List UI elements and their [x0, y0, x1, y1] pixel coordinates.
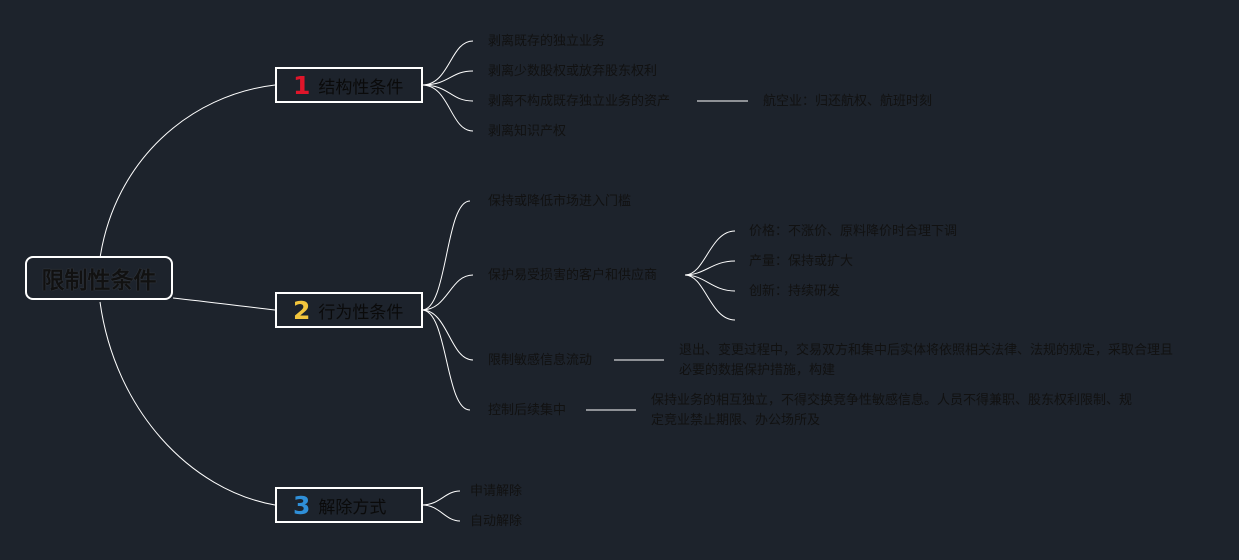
branch3-item2-connector: [421, 504, 461, 522]
branch2-item2-connector: [421, 274, 474, 311]
branch2-item1-connector: [421, 200, 471, 311]
branch2-item3-connector: [421, 309, 474, 361]
leaf-detail[interactable]: 航空业：归还航权、航班时刻: [763, 94, 933, 109]
branch1-item4-connector: [421, 84, 474, 132]
leaf-node[interactable]: 控制后续集中: [488, 403, 567, 418]
number-3-icon: 3: [293, 490, 311, 520]
branch-node-behavioral[interactable]: 2 行为性条件: [275, 292, 423, 328]
number-2-icon: 2: [293, 295, 311, 325]
branch-label: 结构性条件: [318, 77, 404, 98]
leaf-node[interactable]: 限制敏感信息流动: [488, 353, 593, 368]
number-1-icon: 1: [293, 70, 311, 100]
root-node[interactable]: 限制性条件: [25, 256, 173, 300]
branch-label: 行为性条件: [318, 302, 404, 323]
leaf-node[interactable]: 申请解除: [470, 484, 523, 499]
subleaf-node[interactable]: 价格：不涨价、原料降价时合理下调: [749, 224, 958, 239]
leaf-node[interactable]: 剥离知识产权: [488, 124, 567, 139]
root-branch2-connector: [172, 297, 276, 311]
leaf-node[interactable]: 保持或降低市场进入门槛: [488, 194, 632, 209]
subleaf-node[interactable]: 产量：保持或扩大: [749, 254, 854, 269]
leaf-node[interactable]: 剥离少数股权或放弃股东权利: [488, 64, 658, 79]
branch1-item1-connector: [421, 40, 474, 86]
root-branch1-connector: [99, 84, 276, 259]
subitem2-connector: [684, 260, 736, 276]
branch-label: 解除方式: [318, 497, 387, 518]
leaf-node[interactable]: 剥离不构成既存独立业务的资产: [488, 94, 671, 109]
leaf-node[interactable]: 自动解除: [470, 514, 523, 529]
leaf-node[interactable]: 剥离既存的独立业务: [488, 34, 606, 49]
subitem1-connector: [684, 230, 736, 276]
root-label: 限制性条件: [41, 268, 157, 294]
subleaf-node[interactable]: 创新：持续研发: [749, 284, 841, 299]
branch1-item3-connector: [421, 84, 474, 102]
root-branch3-connector: [99, 301, 276, 506]
branch2-item4-connector: [421, 309, 471, 411]
leaf-detail[interactable]: 退出、变更过程中，交易双方和集中后实体将依照相关法律、法规的规定，采取合理且必要…: [679, 343, 1174, 378]
branch1-item2-connector: [421, 70, 474, 86]
leaf-node[interactable]: 保护易受损害的客户和供应商: [488, 268, 658, 283]
branch-node-structural[interactable]: 1 结构性条件: [275, 67, 423, 103]
branch3-item1-connector: [421, 490, 461, 506]
leaf-detail[interactable]: 保持业务的相互独立，不得交换竞争性敏感信息。人员不得兼职、股东权利限制、规定竞业…: [651, 393, 1133, 428]
subitem4-connector: [684, 274, 736, 321]
branch-node-release[interactable]: 3 解除方式: [275, 487, 423, 523]
